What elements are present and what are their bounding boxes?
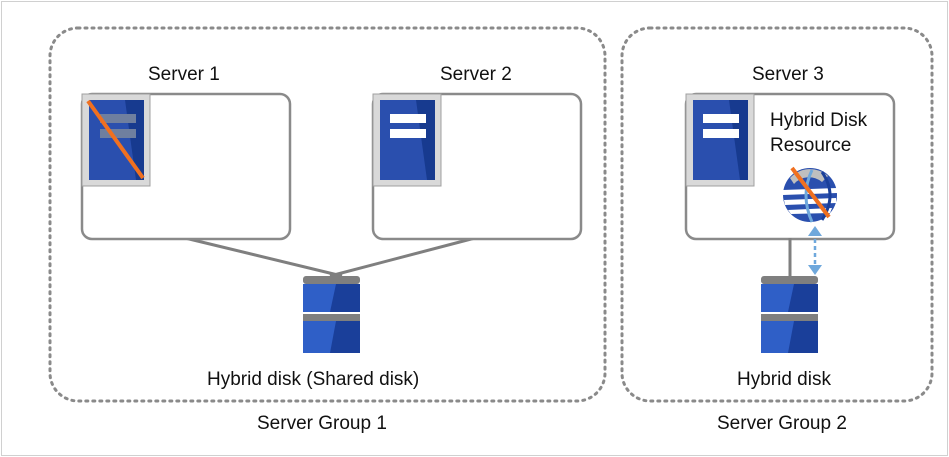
hybrid-disk-icon [761, 276, 818, 353]
server-group-2-boundary [620, 26, 934, 403]
server-1-server-icon [81, 93, 151, 187]
hybrid-disk-resource-globe-icon [783, 166, 837, 223]
server-2-label: Server 2 [440, 64, 512, 85]
resource-label-line1: Hybrid Disk [770, 110, 868, 131]
server-1-label: Server 1 [148, 64, 220, 85]
server-3-label: Server 3 [752, 64, 824, 85]
connection-server2-disk [329, 236, 476, 278]
cross-out-mark [790, 166, 831, 219]
resource-label-line2: Resource [770, 135, 852, 156]
hybrid-disk-label: Hybrid disk [737, 369, 831, 390]
server-3-server-icon [685, 93, 755, 187]
server-group-1-boundary [48, 26, 607, 403]
shared-disk-label: Hybrid disk (Shared disk) [207, 369, 420, 390]
hybrid-shared-disk-icon [303, 276, 360, 353]
server-group-2-label: Server Group 2 [717, 413, 847, 434]
connection-server1-disk [184, 236, 343, 278]
server-2-server-icon [372, 93, 442, 187]
cross-out-mark [86, 99, 145, 180]
bidirectional-arrow [808, 226, 822, 275]
server-group-1-label: Server Group 1 [257, 413, 387, 434]
